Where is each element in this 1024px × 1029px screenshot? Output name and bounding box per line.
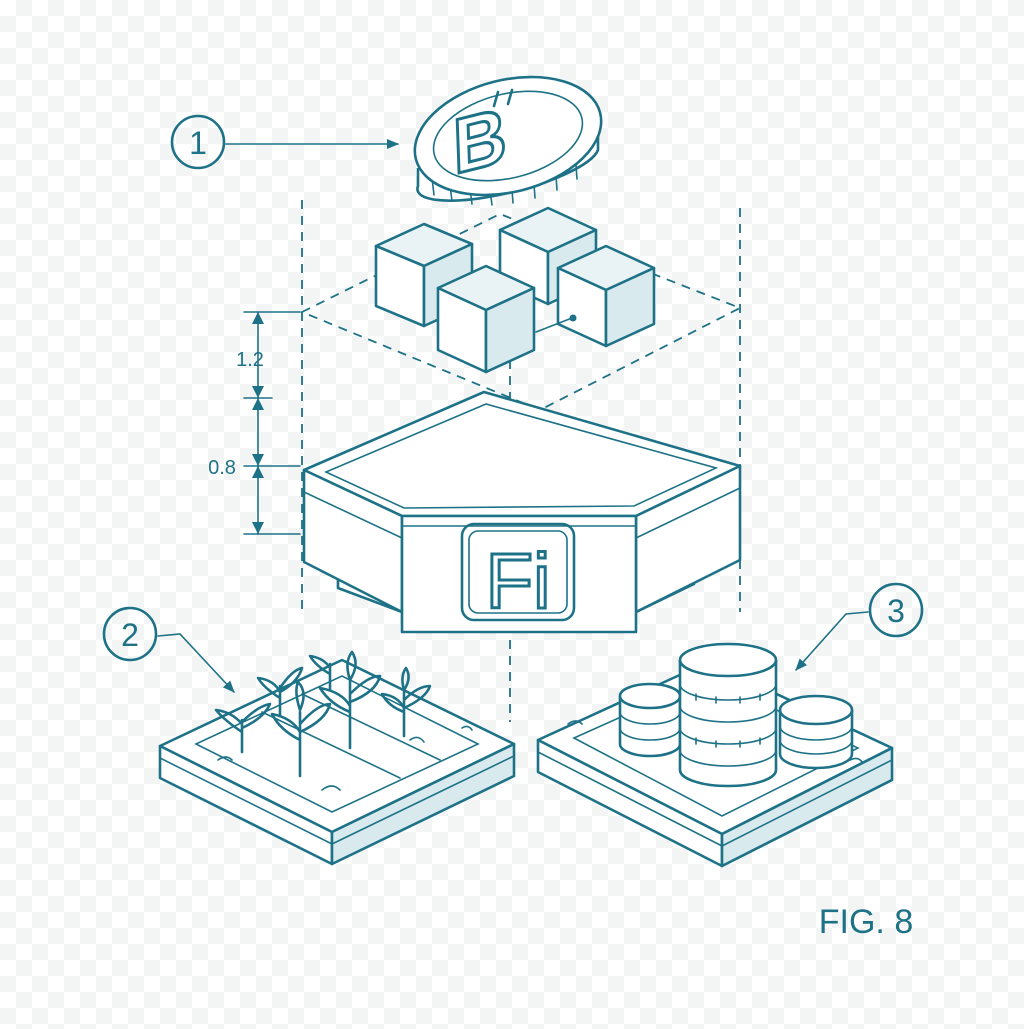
coin-stack-icon	[618, 642, 854, 788]
fi-platform	[302, 390, 742, 634]
plant-sprout-icon	[214, 650, 432, 778]
dimension-upper-label: 1.2	[236, 349, 264, 371]
callout-1: 1	[170, 114, 399, 170]
bitcoin-coin-icon: B	[413, 75, 603, 206]
callout-3-label: 3	[887, 593, 905, 629]
callout-2-label: 2	[121, 617, 139, 653]
svg-text:B: B	[452, 91, 508, 191]
callout-3: 3	[795, 582, 924, 671]
callout-2: 2	[102, 606, 235, 693]
fi-logo-icon: Fi	[460, 522, 576, 627]
figure-label: FIG. 8	[819, 903, 913, 941]
planter-base	[158, 658, 516, 866]
block-cube-icon	[374, 206, 656, 374]
dimension-markers	[243, 311, 301, 535]
fi-logo-text: Fi	[486, 537, 551, 625]
callout-1-label: 1	[189, 125, 207, 161]
dimension-lower-label: 0.8	[208, 457, 236, 479]
